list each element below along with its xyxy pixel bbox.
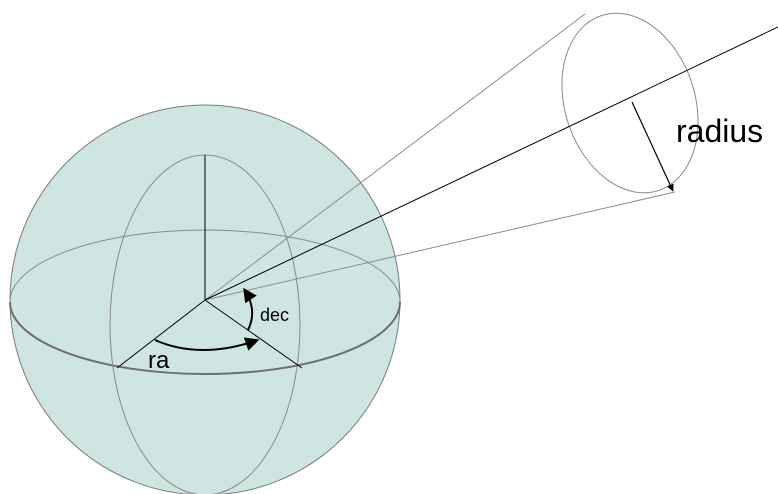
- cone-lower-line: [204, 191, 676, 301]
- dec-arc-arrow: [243, 287, 257, 331]
- equator-front-arc: [9, 301, 401, 375]
- ra-projection-line: [204, 299, 303, 369]
- ra-arc-arrow: [154, 337, 260, 351]
- dec-label: dec: [260, 305, 289, 325]
- radius-label: radius: [676, 113, 763, 149]
- ra-zero-line: [116, 299, 206, 369]
- ra-label: ra: [148, 347, 170, 374]
- cone-upper-line: [204, 13, 586, 301]
- cone-end-circle: [561, 12, 699, 194]
- line-of-sight: [204, 26, 778, 301]
- radius-arrow: [631, 101, 674, 192]
